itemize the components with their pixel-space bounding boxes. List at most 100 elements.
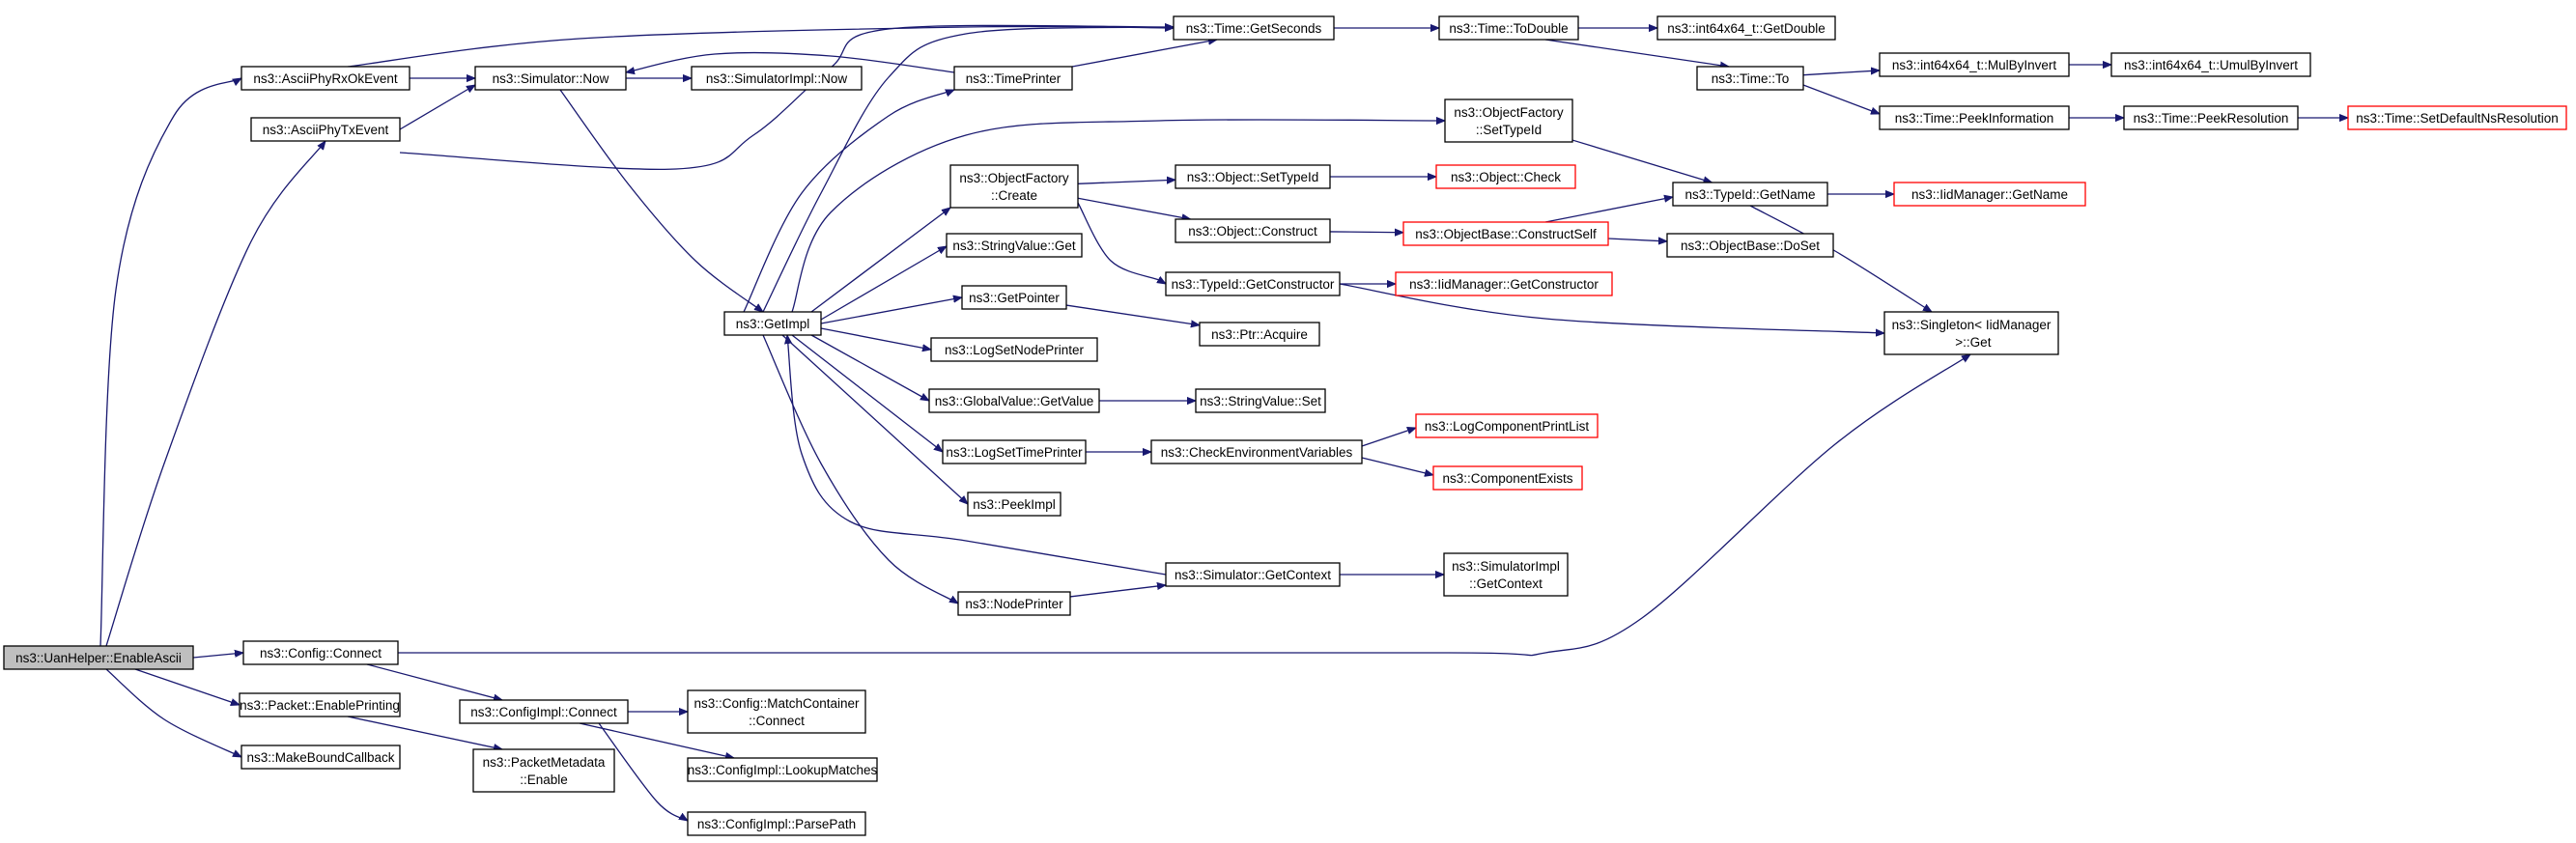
node-typeidgetname[interactable]: ns3::TypeId::GetName (1672, 182, 1828, 207)
edge-constructself-to-typeidgetname (1544, 197, 1673, 223)
edge-getimpl-to-gvgetvalue (810, 334, 929, 401)
edge-ofcreate-to-objconstruct (1077, 197, 1191, 219)
node-label: ns3::PeekImpl (973, 497, 1056, 512)
node-label: ns3::GetPointer (969, 291, 1060, 305)
node-simimplgetcontext[interactable]: ns3::SimulatorImpl::GetContext (1443, 552, 1569, 597)
node-getconstructor[interactable]: ns3::TypeId::GetConstructor (1165, 271, 1341, 296)
node-logsetnode[interactable]: ns3::LogSetNodePrinter (930, 337, 1098, 362)
node-tx[interactable]: ns3::AsciiPhyTxEvent (250, 117, 401, 142)
node-label: ns3::Time::PeekResolution (2134, 111, 2289, 126)
node-label: ns3::IidManager::GetConstructor (1409, 277, 1599, 292)
node-compexists[interactable]: ns3::ComponentExists (1432, 465, 1583, 491)
edge-timeprinter-to-getseconds (1071, 40, 1217, 68)
edge-getimpl-to-ofcreate (810, 208, 950, 313)
node-label: ns3::GetImpl (736, 317, 810, 331)
node-label: ns3::SimulatorImpl (1452, 559, 1560, 574)
edge-simgetcontext-to-getimpl (787, 335, 1167, 576)
node-makebound[interactable]: ns3::MakeBoundCallback (241, 745, 401, 770)
node-label: ::Create (991, 188, 1037, 203)
edge-constructself-to-doset (1607, 239, 1667, 241)
edge-nodeprinter-to-simgetcontext (1069, 585, 1166, 598)
node-label: ns3::int64x64_t::GetDouble (1667, 21, 1826, 36)
node-label: ns3::AsciiPhyRxOkEvent (253, 71, 398, 86)
node-getseconds[interactable]: ns3::Time::GetSeconds (1173, 15, 1335, 41)
edge-getimpl-to-timeprinter (743, 89, 954, 313)
node-setdefres[interactable]: ns3::Time::SetDefaultNsResolution (2347, 105, 2567, 130)
edge-ofcreate-to-getconstructor (1077, 202, 1166, 284)
node-nodeprinter[interactable]: ns3::NodePrinter (957, 591, 1071, 616)
node-stringget[interactable]: ns3::StringValue::Get (946, 233, 1083, 258)
node-timeprinter[interactable]: ns3::TimePrinter (953, 66, 1073, 91)
node-label: ns3::Time::ToDouble (1449, 21, 1568, 36)
node-matchcontainer[interactable]: ns3::Config::MatchContainer::Connect (687, 689, 866, 734)
node-iidgetconstructor[interactable]: ns3::IidManager::GetConstructor (1395, 271, 1613, 296)
node-label: ns3::Singleton< IidManager (1892, 318, 2052, 332)
node-lookupmatches[interactable]: ns3::ConfigImpl::LookupMatches (687, 757, 878, 782)
node-label: ns3::Time::SetDefaultNsResolution (2356, 111, 2559, 126)
node-configimplconnect[interactable]: ns3::ConfigImpl::Connect (459, 699, 629, 724)
node-simnow[interactable]: ns3::Simulator::Now (474, 66, 627, 91)
node-label: ns3::int64x64_t::UmulByInvert (2124, 58, 2298, 72)
node-timeto[interactable]: ns3::Time::To (1696, 66, 1804, 91)
edge-todouble-to-timeto (1544, 39, 1729, 67)
node-getimpl[interactable]: ns3::GetImpl (723, 311, 822, 336)
node-mulbyinvert[interactable]: ns3::int64x64_t::MulByInvert (1879, 52, 2070, 77)
node-getdouble[interactable]: ns3::int64x64_t::GetDouble (1656, 15, 1836, 41)
node-ofsettypeid[interactable]: ns3::ObjectFactory::SetTypeId (1444, 98, 1573, 143)
node-constructself[interactable]: ns3::ObjectBase::ConstructSelf (1402, 221, 1609, 246)
node-label: ns3::UanHelper::EnableAscii (15, 651, 182, 665)
edge-getimpl-to-getpointer (820, 297, 962, 324)
node-label: ns3::ConfigImpl::LookupMatches (688, 763, 878, 777)
node-label: ns3::Object::Check (1451, 170, 1561, 184)
node-gvgetvalue[interactable]: ns3::GlobalValue::GetValue (928, 388, 1100, 413)
node-ofcreate[interactable]: ns3::ObjectFactory::Create (949, 164, 1079, 209)
node-iidgetname[interactable]: ns3::IidManager::GetName (1893, 182, 2086, 207)
edge-packetenable-to-metaenable (347, 716, 502, 749)
node-logsettime[interactable]: ns3::LogSetTimePrinter (942, 439, 1087, 464)
node-label: ::GetContext (1469, 576, 1543, 591)
node-peekimpl[interactable]: ns3::PeekImpl (967, 492, 1062, 517)
node-label: ns3::LogSetNodePrinter (945, 343, 1085, 357)
node-logcompprint[interactable]: ns3::LogComponentPrintList (1415, 413, 1599, 438)
node-metaenable[interactable]: ns3::PacketMetadata::Enable (472, 748, 615, 793)
edges-layer (99, 25, 2348, 821)
node-peekres[interactable]: ns3::Time::PeekResolution (2123, 105, 2299, 130)
edge-configconnect-to-singleton (397, 354, 1970, 657)
node-parsepath[interactable]: ns3::ConfigImpl::ParsePath (687, 811, 866, 836)
edge-root-to-makebound (105, 668, 241, 758)
edge-getpointer-to-ptracquire (1065, 304, 1200, 325)
node-label: ns3::IidManager::GetName (1911, 187, 2068, 202)
node-label: ns3::Config::MatchContainer (694, 696, 860, 711)
node-label: ns3::Time::GetSeconds (1186, 21, 1322, 36)
node-singleton[interactable]: ns3::Singleton< IidManager >::Get (1883, 311, 2059, 355)
node-configconnect[interactable]: ns3::Config::Connect (242, 640, 399, 665)
node-label: ns3::Config::Connect (260, 646, 382, 660)
edge-ofsettypeid-to-typeidgetname (1571, 139, 1713, 183)
node-getpointer[interactable]: ns3::GetPointer (961, 285, 1067, 310)
node-label: ns3::TimePrinter (966, 71, 1062, 86)
node-label: ::SetTypeId (1476, 123, 1542, 137)
node-label: ns3::int64x64_t::MulByInvert (1892, 58, 2057, 72)
node-packetenable[interactable]: ns3::Packet::EnablePrinting (239, 692, 401, 717)
node-umulbyinvert[interactable]: ns3::int64x64_t::UmulByInvert (2110, 52, 2311, 77)
node-todouble[interactable]: ns3::Time::ToDouble (1438, 15, 1579, 41)
edge-typeidgetname-to-singleton (1749, 205, 1932, 312)
node-rx[interactable]: ns3::AsciiPhyRxOkEvent (241, 66, 410, 91)
node-doset[interactable]: ns3::ObjectBase::DoSet (1666, 233, 1834, 258)
node-simimplnow[interactable]: ns3::SimulatorImpl::Now (691, 66, 863, 91)
edge-root-to-packetenable (134, 668, 240, 705)
node-ptracquire[interactable]: ns3::Ptr::Acquire (1199, 322, 1320, 347)
node-simgetcontext[interactable]: ns3::Simulator::GetContext (1165, 562, 1341, 587)
node-label: ns3::GlobalValue::GetValue (935, 394, 1094, 408)
node-label: ns3::Time::PeekInformation (1895, 111, 2054, 126)
node-stringset[interactable]: ns3::StringValue::Set (1195, 388, 1326, 413)
edge-root-to-configconnect (192, 653, 243, 659)
node-objcheck[interactable]: ns3::Object::Check (1435, 164, 1576, 189)
node-objsettypeid[interactable]: ns3::Object::SetTypeId (1175, 164, 1331, 189)
node-objconstruct[interactable]: ns3::Object::Construct (1175, 218, 1331, 243)
node-checkenv[interactable]: ns3::CheckEnvironmentVariables (1150, 439, 1363, 464)
node-label: ns3::Time::To (1712, 71, 1790, 86)
node-peekinfo[interactable]: ns3::Time::PeekInformation (1879, 105, 2070, 130)
node-label: ns3::SimulatorImpl::Now (706, 71, 848, 86)
node-label: ns3::LogComponentPrintList (1425, 419, 1590, 434)
